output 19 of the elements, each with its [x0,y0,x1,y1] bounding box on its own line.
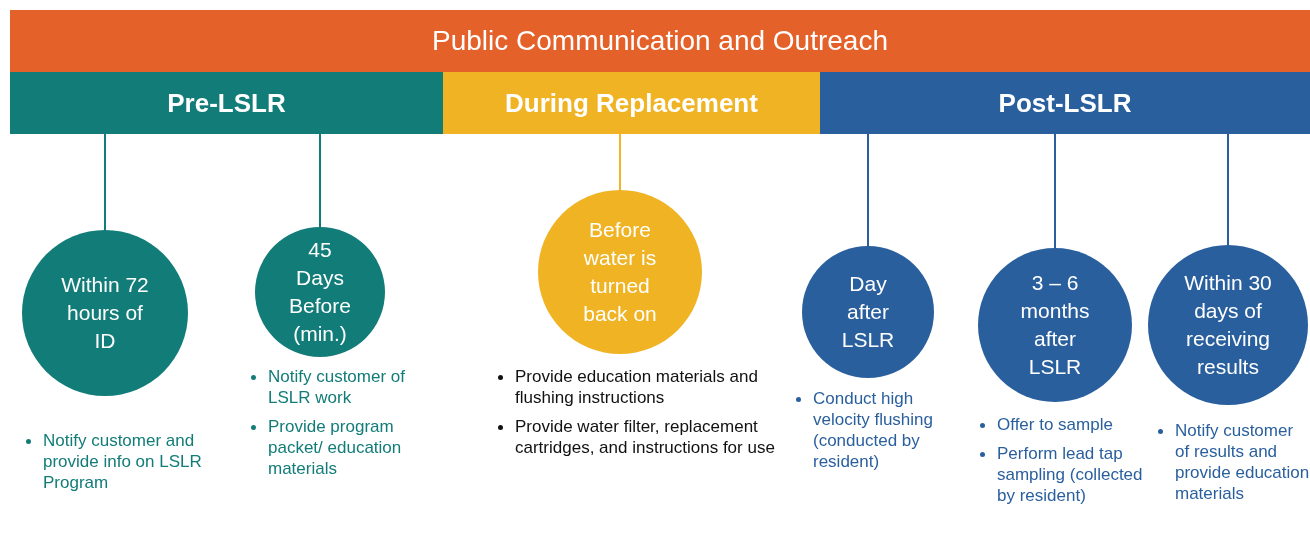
connector-line [319,133,321,228]
action-text: Provide program packet/ education materials [268,416,403,479]
action-text: Conduct high velocity flushing (conducted by resident) [813,388,934,472]
phase-band: During Replacement [443,72,820,134]
title-banner: Public Communication and Outreach [10,10,1310,72]
connector-line [867,133,869,247]
action-text: Provide water filter, replacement cartridges, and instructions for use [515,416,776,458]
action-text: Perform lead tap sampling (collected by resident) [997,443,1144,506]
action-text: Provide education materials and flushing instructions [515,366,759,408]
connector-line [1227,133,1229,246]
action-text: Notify customer of LSLR work [268,366,406,408]
action-text: Notify customer of results and provide education materials [1175,420,1310,504]
connector-line [104,133,106,231]
action-text: Offer to sample [997,414,1113,435]
action-text: Notify customer and provide info on LSLR Program [43,430,203,493]
connector-line [1054,133,1056,249]
phase-band: Post-LSLR [820,72,1310,134]
connector-line [619,133,621,191]
phase-band: Pre-LSLR [10,72,443,134]
